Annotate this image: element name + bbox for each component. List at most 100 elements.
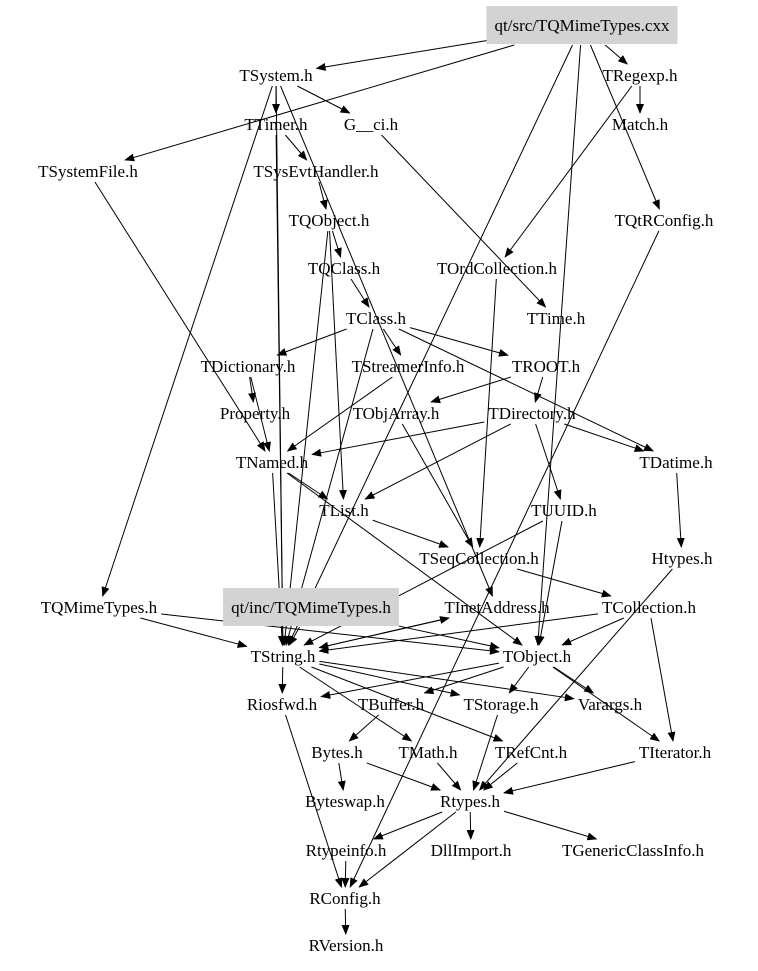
graph-node-tmath[interactable]: TMath.h — [398, 743, 458, 762]
graph-node-byteswap[interactable]: Byteswap.h — [305, 792, 385, 811]
edge-tlist-to-tseqcollection — [372, 519, 450, 548]
graph-node-tobjarray[interactable]: TObjArray.h — [353, 404, 440, 423]
node-label: TList.h — [319, 501, 369, 520]
node-label: TTimer.h — [244, 115, 308, 134]
node-label: TIterator.h — [639, 743, 712, 762]
node-label: TQObject.h — [289, 211, 370, 230]
node-label: TStorage.h — [463, 695, 539, 714]
graph-node-tcollection[interactable]: TCollection.h — [602, 598, 696, 617]
graph-node-tstring[interactable]: TString.h — [251, 647, 316, 666]
graph-node-qtinc[interactable]: qt/inc/TQMimeTypes.h — [223, 588, 399, 626]
graph-node-tregexp[interactable]: TRegexp.h — [602, 66, 678, 85]
node-label: Property.h — [220, 404, 291, 423]
graph-node-varargs[interactable]: Varargs.h — [578, 695, 643, 714]
edge-tdictionary-to-tnamed — [250, 376, 271, 452]
edge-trefcnt-to-rtypes — [482, 762, 518, 791]
graph-node-bytes[interactable]: Bytes.h — [311, 743, 363, 762]
edge-tsystemfile-to-tnamed — [94, 181, 266, 452]
graph-node-tseqcollection[interactable]: TSeqCollection.h — [419, 549, 539, 568]
edge-tuuid-to-tobject — [536, 520, 563, 646]
graph-node-troot[interactable]: TROOT.h — [512, 357, 581, 376]
graph-node-tstreamerinfo[interactable]: TStreamerInfo.h — [352, 357, 465, 376]
edge-ttimer-to-tstring — [275, 134, 287, 646]
edge-cxx-to-tqtrconfig — [589, 44, 660, 210]
edge-cxx-to-tsystemfile — [124, 44, 515, 162]
graph-node-tuuid[interactable]: TUUID.h — [531, 501, 597, 520]
graph-node-tqclass[interactable]: TQClass.h — [308, 259, 381, 278]
graph-node-tbuffer[interactable]: TBuffer.h — [358, 695, 425, 714]
edge-tstring-to-tmath — [299, 666, 413, 742]
graph-node-cxx[interactable]: qt/src/TQMimeTypes.cxx — [486, 6, 678, 44]
graph-node-tdictionary[interactable]: TDictionary.h — [201, 357, 296, 376]
graph-node-ttime[interactable]: TTime.h — [527, 309, 586, 328]
node-label: TMath.h — [398, 743, 458, 762]
graph-node-tdirectory[interactable]: TDirectory.h — [488, 404, 576, 423]
graph-node-tdatime[interactable]: TDatime.h — [639, 453, 713, 472]
edge-rtypes-to-rtypeinfo — [372, 811, 443, 840]
graph-node-match[interactable]: Match.h — [612, 115, 669, 134]
graph-node-rconfig[interactable]: RConfig.h — [309, 889, 381, 908]
graph-node-tinetaddress[interactable]: TInetAddress.h — [444, 598, 550, 617]
edge-rconfig-to-rversion — [341, 908, 350, 935]
node-label: Htypes.h — [652, 549, 713, 568]
node-label: TRefCnt.h — [495, 743, 568, 762]
edge-tbuffer-to-bytes — [348, 714, 379, 742]
graph-node-tsystemfile[interactable]: TSystemFile.h — [38, 162, 138, 181]
graph-node-tqmimetypes[interactable]: TQMimeTypes.h — [41, 598, 158, 617]
edge-tobject-to-varargs — [553, 666, 595, 694]
edge-qtinc-to-tobject — [398, 625, 500, 650]
edge-tdatime-to-htypes — [676, 472, 685, 548]
edge-titerator-to-rtypes — [503, 761, 636, 795]
edge-cxx-to-tobject — [534, 44, 582, 646]
node-label: TGenericClassInfo.h — [562, 841, 705, 860]
graph-node-rtypeinfo[interactable]: Rtypeinfo.h — [306, 841, 387, 860]
graph-node-rversion[interactable]: RVersion.h — [309, 936, 384, 955]
node-label: Varargs.h — [578, 695, 643, 714]
graph-node-tqtrconfig[interactable]: TQtRConfig.h — [615, 211, 714, 230]
edge-tcollection-to-tstring — [318, 613, 599, 654]
graph-node-tclass[interactable]: TClass.h — [346, 309, 406, 328]
edge-tnamed-to-tobject — [286, 472, 523, 646]
graph-node-titerator[interactable]: TIterator.h — [639, 743, 712, 762]
node-label: TDatime.h — [639, 453, 713, 472]
graph-node-tqobject[interactable]: TQObject.h — [289, 211, 370, 230]
graph-node-riosfwd[interactable]: Riosfwd.h — [247, 695, 318, 714]
graph-node-gci[interactable]: G__ci.h — [344, 115, 399, 134]
graph-node-tobject[interactable]: TObject.h — [503, 647, 572, 666]
node-label: TDictionary.h — [201, 357, 296, 376]
node-label: TROOT.h — [512, 357, 581, 376]
graph-node-tordcollection[interactable]: TOrdCollection.h — [437, 259, 558, 278]
node-label: TTime.h — [527, 309, 586, 328]
graph-node-tlist[interactable]: TList.h — [319, 501, 369, 520]
graph-node-htypes[interactable]: Htypes.h — [652, 549, 713, 568]
graph-node-tnamed[interactable]: TNamed.h — [236, 453, 309, 472]
node-label: TClass.h — [346, 309, 406, 328]
graph-node-tsysevthandler[interactable]: TSysEvtHandler.h — [253, 162, 379, 181]
node-label: G__ci.h — [344, 115, 399, 134]
node-label: TInetAddress.h — [444, 598, 550, 617]
node-label: TSystem.h — [239, 66, 313, 85]
graph-node-tstorage[interactable]: TStorage.h — [463, 695, 539, 714]
edge-gci-to-ttime — [381, 134, 547, 308]
edge-tclass-to-tstreamerinfo — [382, 328, 402, 356]
edge-tdictionary-to-property — [248, 376, 256, 403]
node-label: TDirectory.h — [488, 404, 576, 423]
graph-node-dllimport[interactable]: DllImport.h — [431, 841, 512, 860]
edge-htypes-to-rtypes — [478, 568, 673, 791]
node-label: DllImport.h — [431, 841, 512, 860]
graph-node-rtypes[interactable]: Rtypes.h — [440, 792, 500, 811]
edge-tobject-to-tstorage — [508, 666, 530, 694]
graph-node-tgenericclassinfo[interactable]: TGenericClassInfo.h — [562, 841, 705, 860]
edge-rtypes-to-tgenericclassinfo — [503, 810, 598, 841]
node-label: TQClass.h — [308, 259, 381, 278]
graph-node-ttimer[interactable]: TTimer.h — [244, 115, 308, 134]
graph-node-trefcnt[interactable]: TRefCnt.h — [495, 743, 568, 762]
edge-rtypes-to-dllimport — [466, 811, 475, 840]
graph-node-tsystem[interactable]: TSystem.h — [239, 66, 313, 85]
node-label: TSysEvtHandler.h — [253, 162, 379, 181]
graph-node-property[interactable]: Property.h — [220, 404, 291, 423]
edge-tqmimetypes-to-tobject — [161, 613, 500, 655]
edge-tstring-to-riosfwd — [278, 666, 287, 694]
